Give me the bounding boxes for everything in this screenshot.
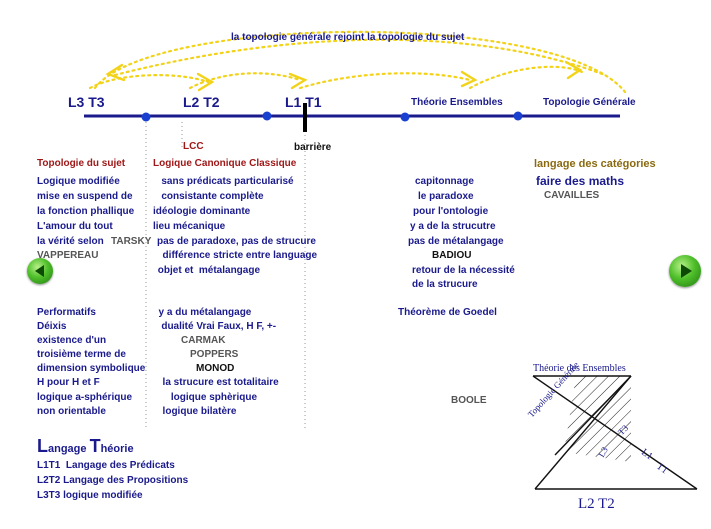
col3-line2: de la strucure — [412, 279, 478, 290]
col1-line: la vérité selon — [37, 236, 104, 247]
col2-line3: logique sphèrique — [157, 392, 258, 403]
col1-line: Logique modifiée — [37, 176, 120, 187]
axis-dot-tg — [513, 111, 523, 121]
col2-line2: dualité Vrai Faux, H F, +- — [153, 321, 277, 332]
col2-line: différence stricte entre language — [157, 250, 318, 261]
col2-line: objet et métalangage — [155, 265, 261, 276]
categories-heading: langage des catégories — [534, 158, 656, 170]
arrow-l2 — [196, 72, 215, 92]
badiou-name: BADIOU — [432, 250, 472, 261]
faire-des-maths: faire des maths — [536, 174, 625, 188]
arrow-te — [460, 70, 478, 88]
legend-angage: angage — [48, 443, 90, 455]
col3-line2: retour de la nécessité — [412, 265, 515, 276]
col3-line: pour l'ontologie — [413, 206, 489, 217]
col2-line: pas de paradoxe, pas de strucure — [157, 236, 316, 247]
previous-button[interactable] — [27, 258, 53, 284]
axis-label-l2t2: L2 T2 — [183, 94, 220, 110]
arrow-left-icon — [35, 265, 44, 277]
carmak-name: CARMAK — [181, 335, 226, 346]
arc-l1-te — [298, 72, 472, 90]
next-button[interactable] — [669, 255, 701, 287]
legend-row: L3T3 logique modifiée — [37, 490, 143, 501]
col2-line2: y a du métalangage — [153, 307, 252, 318]
col2-line: lieu mécanique — [153, 221, 226, 232]
mini-top-label: Théorie des Ensembles — [533, 363, 626, 374]
vappereau-name: VAPPEREAU — [37, 250, 99, 261]
legend-big-l: L — [37, 436, 48, 456]
col1-line2: Déixis — [37, 321, 67, 332]
col1-line2: Performatifs — [37, 307, 96, 318]
col1-line2: dimension symbolique — [37, 363, 146, 374]
col1-line2: logique a-sphérique — [37, 392, 133, 403]
col3-line: y a de la strucutre — [410, 221, 496, 232]
col1-line: la fonction phallique — [37, 206, 135, 217]
arc-te-tg — [468, 65, 584, 90]
tarsky-name: TARSKY — [111, 236, 152, 247]
mini-bottom-label: L2 T2 — [578, 496, 615, 512]
arc-l3-l2 — [88, 74, 210, 90]
col1-line: mise en suspend de — [37, 191, 133, 202]
col2-line: consistante complète — [153, 191, 264, 202]
arrow-left-l3 — [105, 63, 126, 82]
arrow-right-icon — [681, 264, 692, 278]
arrow-l1 — [288, 72, 308, 90]
poppers-name: POPPERS — [190, 349, 239, 360]
col2-line3: la strucure est totalitaire — [157, 377, 279, 388]
cavailles-name: CAVAILLES — [544, 190, 600, 201]
barriere-label: barrière — [294, 142, 332, 153]
col1-line2: existence d'un — [37, 335, 107, 346]
goedel-label: Théorème de Goedel — [398, 307, 497, 318]
axis-label-topologie: Topologie Générale — [543, 97, 636, 108]
arc-l2-l1 — [188, 72, 302, 90]
col2-line: idéologie dominante — [153, 206, 251, 217]
col1-line2: H pour H et F — [37, 377, 100, 388]
legend-row: L2T2 Langage des Propositions — [37, 475, 189, 486]
lcc-label: LCC — [183, 141, 204, 152]
col3-line: pas de métalangage — [408, 236, 504, 247]
col2-line3: logique bilatère — [157, 406, 237, 417]
arrow-tg — [564, 60, 583, 80]
legend-row: L1T1 Langage des Prédicats — [37, 460, 175, 471]
col1-heading: Topologie du sujet — [37, 158, 126, 169]
col2-heading: Logique Canonique Classique — [153, 158, 297, 169]
axis-label-theorie: Théorie Ensembles — [411, 97, 503, 108]
boole-name: BOOLE — [451, 395, 487, 406]
arc-upper — [113, 38, 607, 77]
legend-big-t: T — [89, 436, 101, 456]
col1-line: L'amour du tout — [37, 221, 113, 232]
col1-line2: troisième terme de — [37, 349, 126, 360]
legend-heorie: héorie — [100, 443, 134, 455]
axis-label-l3t3: L3 T3 — [68, 94, 105, 110]
legend-title: Langage Théorie — [37, 436, 134, 457]
col3-line: le paradoxe — [418, 191, 474, 202]
axis-dot-te — [400, 112, 410, 122]
axis-dot-l2 — [141, 112, 151, 122]
axis-label-l1t1: L1 T1 — [285, 94, 322, 110]
axis-dot-l1 — [262, 111, 272, 121]
col1-line2: non orientable — [37, 406, 106, 417]
big-arc-top — [93, 30, 627, 94]
arc-title: la topologie générale rejoint la topolog… — [231, 32, 465, 43]
col2-line: sans prédicats particularisé — [153, 176, 294, 187]
monod-name: MONOD — [196, 363, 235, 374]
col3-line: capitonnage — [415, 176, 474, 187]
